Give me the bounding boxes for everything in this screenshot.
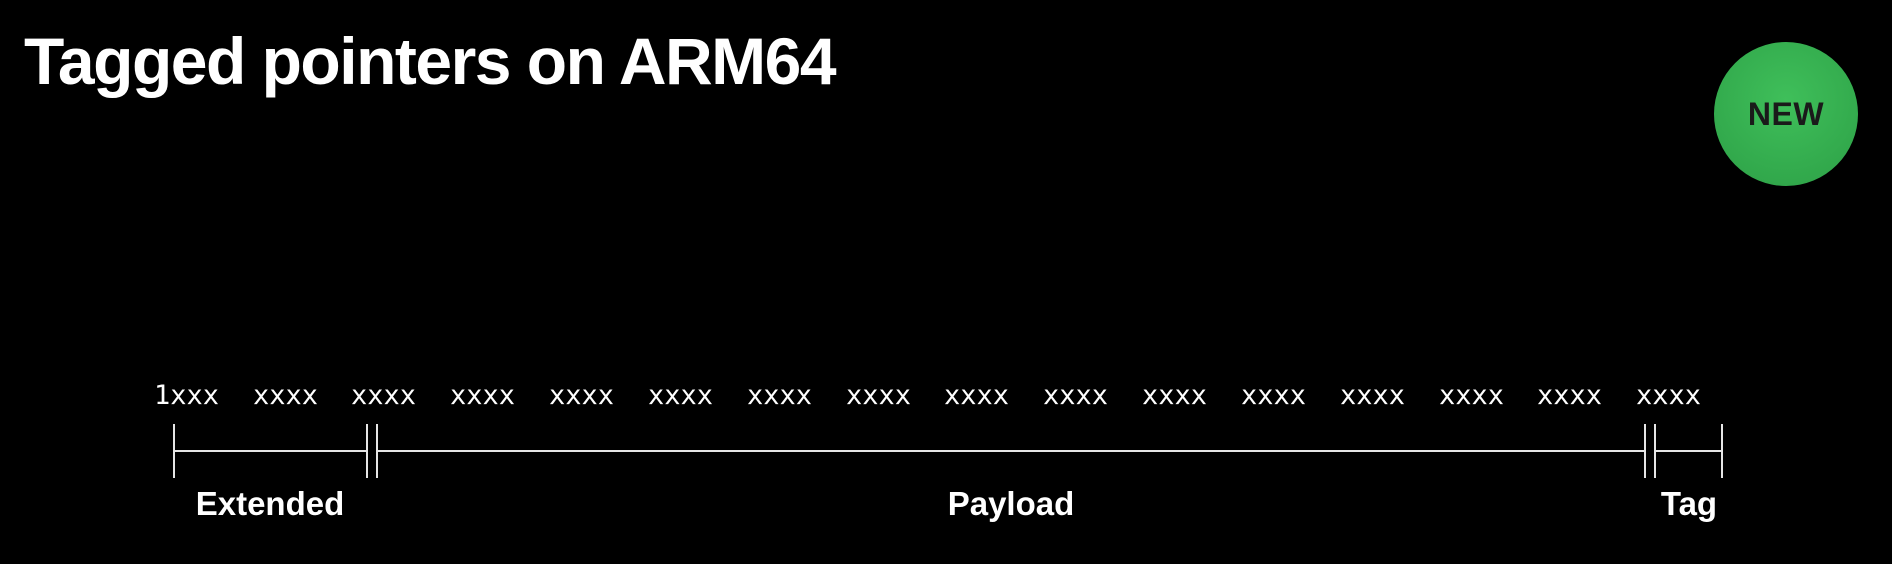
bit-group: xxxx [351, 380, 416, 411]
payload-label: Payload [948, 485, 1075, 522]
bit-group: xxxx [846, 380, 911, 411]
bit-group: xxxx [1043, 380, 1108, 411]
bit-group: xxxx [1241, 380, 1306, 411]
bit-groups-row: 1xxx xxxx xxxx xxxx xxxx xxxx xxxx xxxx … [154, 380, 1701, 411]
bit-group: xxxx [1340, 380, 1405, 411]
tag-bracket [1654, 424, 1723, 478]
bit-group: xxxx [253, 380, 318, 411]
bit-group: xxxx [450, 380, 515, 411]
bit-group: xxxx [1537, 380, 1602, 411]
slide-title: Tagged pointers on ARM64 [24, 24, 837, 98]
bit-group: xxxx [747, 380, 812, 411]
bit-group: xxxx [1439, 380, 1504, 411]
new-badge-label: NEW [1747, 95, 1825, 132]
bit-group: xxxx [944, 380, 1009, 411]
bit-group: xxxx [648, 380, 713, 411]
extended-label: Extended [196, 485, 345, 522]
bit-group: xxxx [1636, 380, 1701, 411]
extended-bracket [173, 424, 368, 478]
bit-group: xxxx [549, 380, 614, 411]
payload-bracket [376, 424, 1646, 478]
bit-group: xxxx [1142, 380, 1207, 411]
bit-group: 1xxx [154, 380, 219, 411]
tag-label: Tag [1661, 485, 1717, 522]
new-badge: NEW [1714, 42, 1858, 186]
